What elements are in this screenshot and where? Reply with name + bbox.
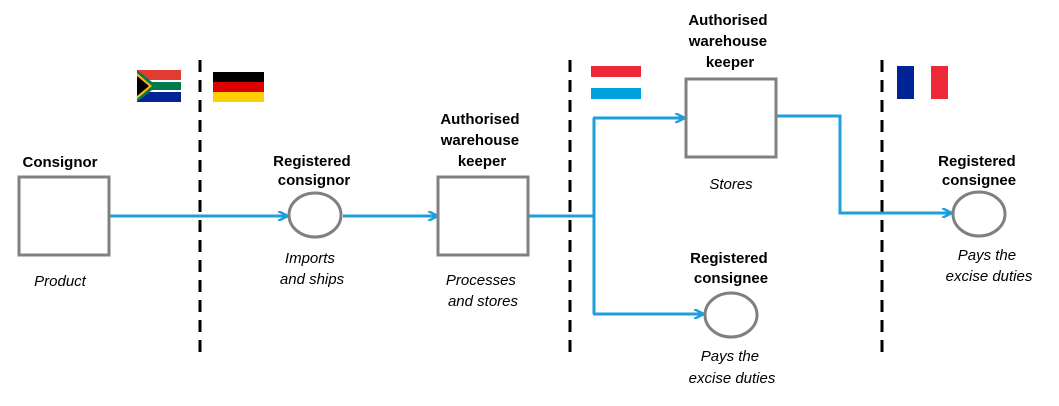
registered-consignee-1-circle — [703, 291, 759, 339]
warehouse-2-title: Authorised warehouse keeper — [688, 12, 772, 71]
registered-consignee-1-title: Registered consignee — [690, 250, 772, 287]
warehouse-2-description: Stores — [709, 176, 753, 193]
registered-consignee-2-description: Pays the excise duties — [946, 247, 1033, 285]
registered-consignee-1-description: Pays the excise duties — [689, 348, 776, 387]
consignor-title: Consignor — [23, 154, 98, 171]
warehouse-2-box — [684, 77, 778, 159]
warehouse-1-description: Processes and stores — [446, 272, 520, 310]
warehouse-1-title: Authorised warehouse keeper — [440, 111, 524, 170]
registered-consignor-title: Registered consignor — [273, 153, 355, 189]
south-africa-flag — [137, 70, 181, 102]
registered-consignor-circle — [287, 191, 343, 239]
registered-consignee-2-title: Registered consignee — [938, 153, 1020, 189]
registered-consignor-description: Imports and ships — [280, 250, 345, 288]
consignor-box — [17, 175, 111, 257]
luxembourg-flag — [591, 66, 641, 99]
germany-flag — [213, 72, 264, 102]
consignor-description: Product — [34, 273, 87, 290]
registered-consignee-2-circle — [951, 190, 1007, 238]
france-flag — [897, 66, 948, 99]
warehouse-1-box — [436, 175, 530, 257]
arrow-warehouse-2-to-registered-consignee-2 — [776, 114, 950, 213]
